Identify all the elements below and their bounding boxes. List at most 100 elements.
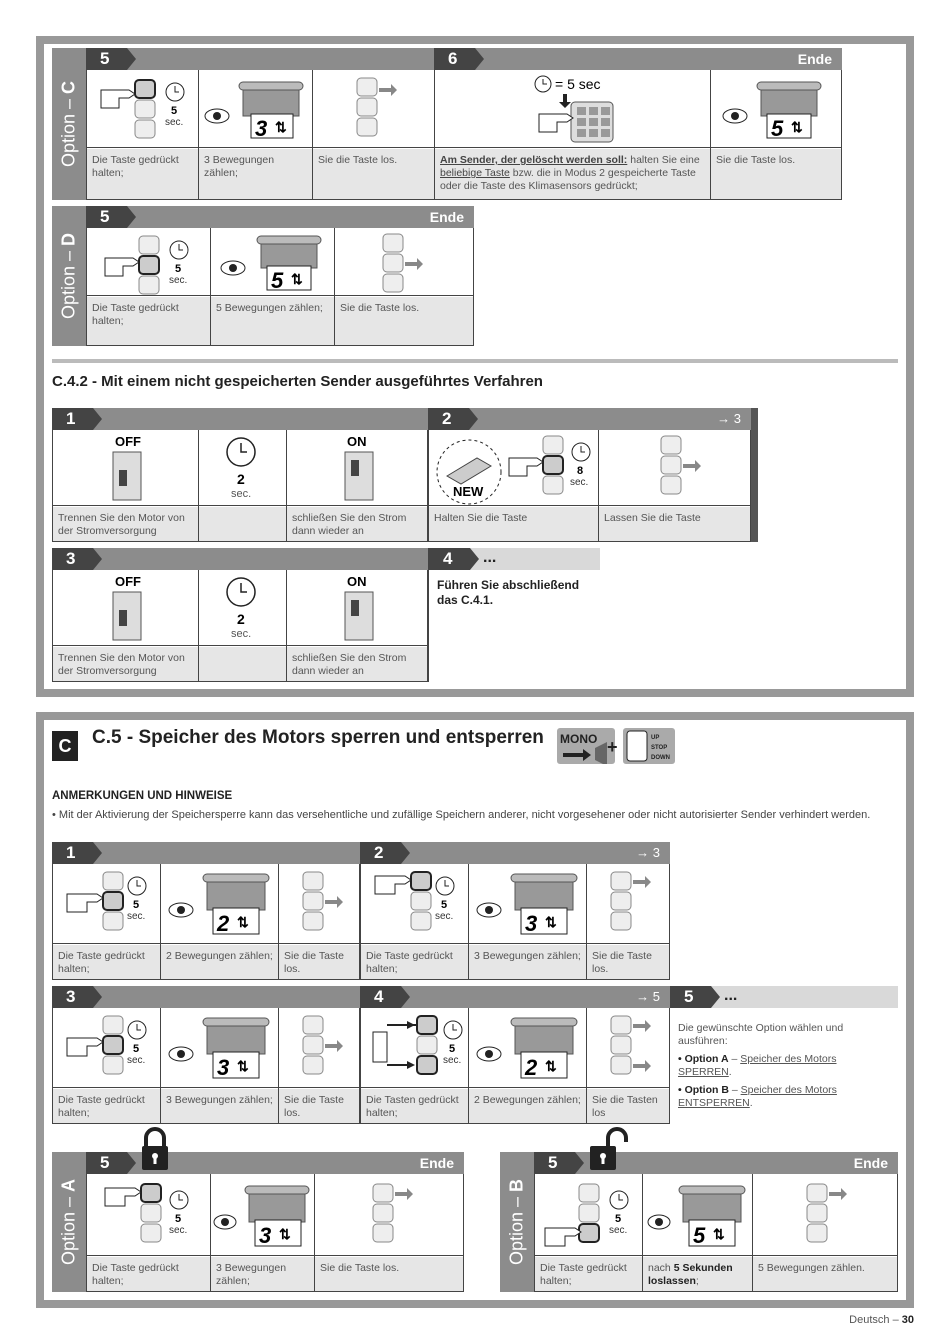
- step-number: 1: [52, 842, 102, 864]
- svg-text:5: 5: [175, 1213, 181, 1225]
- notes-heading: ANMERKUNGEN UND HINWEISE: [52, 790, 233, 802]
- step-cell: NEW 8 sec. Halten Sie die Taste: [429, 430, 599, 541]
- step-caption: Sie die Taste los.: [335, 297, 473, 345]
- step-cell: = 5 sec Am Sender, der gelöscht werden s…: [435, 70, 711, 199]
- step-caption: Die Tasten gedrückt halten;: [361, 1089, 468, 1123]
- step-caption: Lassen Sie die Taste: [599, 507, 750, 541]
- step-caption: Die Taste gedrückt halten;: [87, 149, 198, 199]
- option-d-label: Option – D: [52, 206, 86, 346]
- step-caption: Sie die Tasten los: [587, 1089, 669, 1123]
- svg-text:⇅: ⇅: [237, 914, 249, 930]
- notes-text: • Mit der Aktivierung der Speichersperre…: [52, 809, 871, 821]
- step-number: 1: [52, 408, 102, 430]
- svg-text:3: 3: [255, 116, 267, 141]
- new-remote-icon: NEW 8 sec.: [436, 435, 591, 505]
- c42-step3-block: 3 OFF Trennen Sie den Motor von der Stro…: [52, 548, 428, 682]
- option-c-label: Option – C: [52, 48, 86, 200]
- svg-text:OFF: OFF: [115, 434, 141, 449]
- step-cell: 5 sec. Die Taste gedrückt halten;: [87, 70, 199, 199]
- section-title-c42: C.4.2 - Mit einem nicht gespeicherten Se…: [52, 373, 543, 390]
- hand-press-two-buttons-icon: 5 sec.: [372, 1015, 463, 1075]
- step-caption: 5 Bewegungen zählen.: [753, 1257, 897, 1291]
- mono-updown-badge: MONO + UP STOP DOWN: [557, 728, 675, 766]
- release-button-icon: [356, 77, 397, 137]
- svg-text:+: +: [607, 737, 618, 757]
- svg-text:5: 5: [771, 116, 784, 141]
- svg-text:2: 2: [216, 911, 230, 936]
- svg-text:sec.: sec.: [169, 275, 187, 286]
- c42-step4-block: 4 ... Führen Sie abschließend das C.4.1.: [428, 548, 600, 682]
- step-number: 5: [86, 1152, 136, 1174]
- svg-text:5: 5: [693, 1223, 706, 1248]
- step-caption: Trennen Sie den Motor von der Stromverso…: [53, 507, 198, 541]
- svg-text:OFF: OFF: [115, 574, 141, 589]
- svg-text:3: 3: [217, 1055, 229, 1080]
- c42-step2-block: 2 → 3 NEW 8 sec. Halten Sie d: [428, 408, 758, 542]
- svg-text:5: 5: [133, 899, 139, 911]
- step-cell: 5 sec. Die Tasten gedrückt halten;: [361, 1008, 469, 1123]
- step-caption: 5 Bewegungen zählen;: [211, 297, 334, 345]
- step-caption: Die Taste gedrückt halten;: [361, 945, 468, 979]
- clock-icon: 2 sec.: [226, 437, 256, 500]
- step-cell: 5 Bewegungen zählen.: [753, 1174, 898, 1291]
- svg-text:sec.: sec.: [165, 117, 183, 128]
- svg-text:sec.: sec.: [443, 1055, 461, 1066]
- next-step-hint: → 3: [636, 845, 660, 860]
- hand-press-button-icon: 5 sec.: [544, 1183, 629, 1247]
- step4-instruction: Führen Sie abschließend das C.4.1.: [437, 578, 580, 607]
- shutter-movement-icon: 5 ⇅: [220, 235, 322, 293]
- step-cell: Sie die Taste los.: [313, 70, 435, 199]
- step-cell: 3 ⇅ 3 Bewegungen zählen;: [161, 1008, 279, 1123]
- page-footer: Deutsch – 30: [849, 1314, 914, 1326]
- shutter-movement-icon: 3 ⇅: [476, 873, 578, 936]
- svg-text:sec.: sec.: [609, 1225, 627, 1236]
- option-d-block: Option – D 5 Ende 5 sec.: [52, 206, 474, 346]
- step-cell: 5 ⇅ nach 5 Sekunden loslassen;: [643, 1174, 753, 1291]
- step-cell: 5 sec. Die Taste gedrückt halten;: [53, 1008, 161, 1123]
- release-button-icon: [302, 871, 343, 931]
- step-number: 5: [86, 48, 136, 70]
- svg-text:DOWN: DOWN: [651, 755, 670, 761]
- step-caption: nach 5 Sekunden loslassen;: [643, 1257, 752, 1291]
- step-number: 3: [52, 548, 102, 570]
- step-cell: Sie die Taste los.: [279, 864, 360, 979]
- end-label: Ende: [797, 51, 832, 67]
- step-caption: Sie die Taste los.: [313, 149, 434, 199]
- step-cell: 5 ⇅ Sie die Taste los.: [711, 70, 842, 199]
- step-caption: Sie die Taste los.: [587, 945, 669, 979]
- shutter-movement-icon: 3 ⇅: [168, 1017, 270, 1080]
- step-caption: Trennen Sie den Motor von der Stromverso…: [53, 647, 198, 681]
- step-number: 6: [434, 48, 484, 70]
- svg-text:sec.: sec.: [231, 488, 251, 500]
- end-label: Ende: [429, 209, 464, 225]
- step-cell: 5 ⇅ 5 Bewegungen zählen;: [211, 228, 335, 345]
- hand-press-button-icon: 5 sec.: [100, 79, 185, 139]
- step-cell: ON schließen Sie den Strom dann wieder a…: [287, 430, 428, 541]
- hand-press-button-icon: 5 sec.: [374, 871, 455, 931]
- step-caption: 2 Bewegungen zählen;: [469, 1089, 586, 1123]
- option-b-block: Option – B 5 Ende 5 sec.: [500, 1152, 898, 1292]
- step-cell: 3 ⇅ 3 Bewegungen zählen;: [211, 1174, 315, 1291]
- step-caption: 2 Bewegungen zählen;: [161, 945, 278, 979]
- svg-text:⇅: ⇅: [713, 1226, 725, 1242]
- step-cell: 3 ⇅ 3 Bewegungen zählen;: [469, 864, 587, 979]
- step-cell: Sie die Taste los.: [335, 228, 474, 345]
- step-caption: Die Taste gedrückt halten;: [53, 945, 160, 979]
- svg-text:5: 5: [175, 263, 181, 275]
- step-number: 5: [534, 1152, 584, 1174]
- breaker-off-icon: OFF: [112, 434, 142, 501]
- shutter-movement-icon: 3 ⇅: [204, 81, 304, 141]
- step-number: 2: [360, 842, 410, 864]
- step-cell: 2 sec.: [199, 430, 287, 541]
- next-step-hint: → 5: [636, 989, 660, 1004]
- step-cell: 3 ⇅ 3 Bewegungen zählen;: [199, 70, 313, 199]
- step-cell: Sie die Tasten los: [587, 1008, 670, 1123]
- shutter-movement-icon: 5 ⇅: [722, 81, 822, 141]
- svg-text:STOP: STOP: [651, 745, 667, 751]
- step-caption: schließen Sie den Strom dann wieder an: [287, 507, 427, 541]
- svg-text:⇅: ⇅: [791, 119, 803, 135]
- shutter-movement-icon: 3 ⇅: [213, 1185, 310, 1248]
- hand-press-button-icon: 5 sec.: [66, 871, 147, 931]
- sender-keypad-icon: = 5 sec: [534, 75, 614, 143]
- breaker-on-icon: ON: [344, 434, 374, 501]
